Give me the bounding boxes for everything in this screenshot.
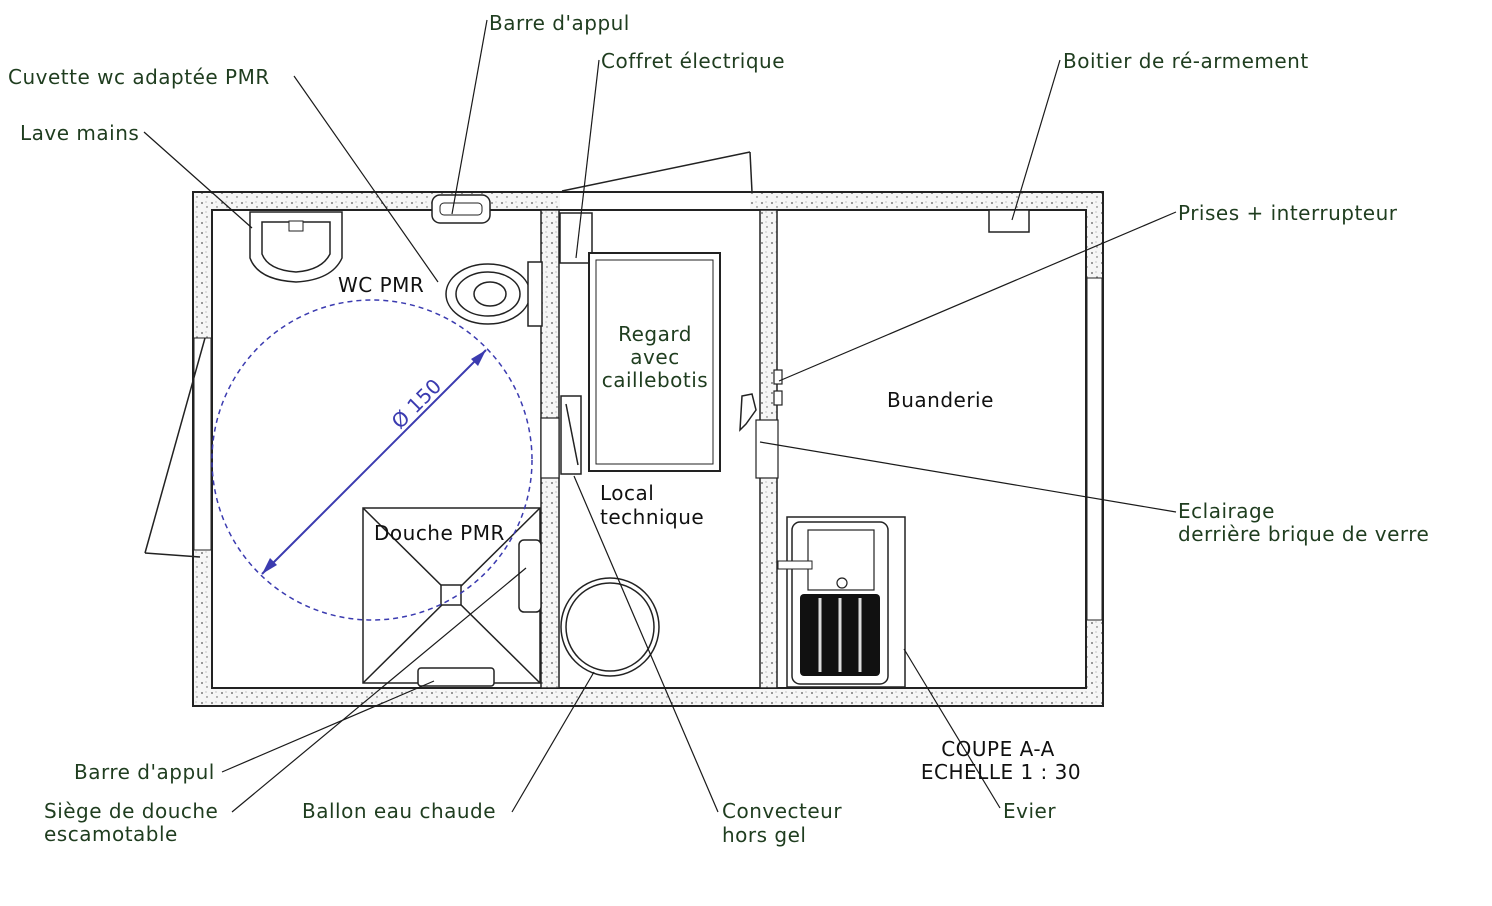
room-local-1: Local — [600, 481, 654, 505]
electric-panel — [559, 212, 593, 264]
caption: COUPE A-A ECHELLE 1 : 30 — [921, 737, 1081, 784]
lave-mains — [249, 211, 343, 283]
wc-bowl — [445, 261, 543, 327]
label-evier: Evier — [1003, 799, 1056, 823]
regard-grate — [588, 252, 721, 472]
buanderie-sink — [777, 516, 906, 688]
grab-bar-top — [431, 194, 491, 224]
convector — [560, 395, 582, 475]
outer-walls — [192, 191, 1104, 707]
label-convecteur-1: Convecteur — [722, 799, 842, 823]
leader-lines — [143, 19, 1177, 813]
label-siege-1: Siège de douche — [44, 799, 218, 823]
caption-line-1: COUPE A-A — [941, 737, 1055, 761]
label-prises: Prises + interrupteur — [1178, 201, 1398, 225]
label-boitier: Boitier de ré-armement — [1063, 49, 1309, 73]
sockets-switch — [739, 369, 783, 432]
label-convecteur-2: hors gel — [722, 823, 806, 847]
caption-line-2: ECHELLE 1 : 30 — [921, 760, 1081, 784]
grab-bar-bottom — [417, 667, 495, 687]
interior-walls — [540, 209, 779, 689]
label-ballon: Ballon eau chaude — [302, 799, 496, 823]
water-heater — [560, 577, 660, 677]
reset-box — [988, 209, 1030, 233]
dimension-label: Ø 150 — [387, 374, 447, 434]
label-lave-mains: Lave mains — [20, 121, 139, 145]
callouts: Barre d'appul Coffret électrique Boitier… — [8, 11, 1429, 847]
room-local-2: technique — [600, 505, 704, 529]
room-regard-2: avec — [630, 345, 679, 369]
label-eclairage-2: derrière brique de verre — [1178, 522, 1429, 546]
turning-circle — [211, 299, 533, 621]
label-siege-2: escamotable — [44, 822, 178, 846]
room-wc: WC PMR — [338, 273, 424, 297]
room-douche: Douche PMR — [374, 521, 505, 545]
door-openings — [193, 193, 1103, 621]
room-buanderie: Buanderie — [887, 388, 994, 412]
label-coffret: Coffret électrique — [601, 49, 785, 73]
shower-seat — [518, 539, 542, 613]
label-barre-appui-bottom: Barre d'appul — [74, 760, 215, 784]
room-labels: WC PMR Douche PMR Regard avec cailleboti… — [338, 273, 994, 545]
label-eclairage-1: Eclairage — [1178, 499, 1275, 523]
room-regard-1: Regard — [618, 322, 692, 346]
room-regard-3: caillebotis — [602, 368, 708, 392]
label-cuvette: Cuvette wc adaptée PMR — [8, 65, 270, 89]
shower-tray — [362, 507, 541, 684]
label-barre-appui-top: Barre d'appul — [489, 11, 630, 35]
door-swings — [144, 151, 753, 558]
